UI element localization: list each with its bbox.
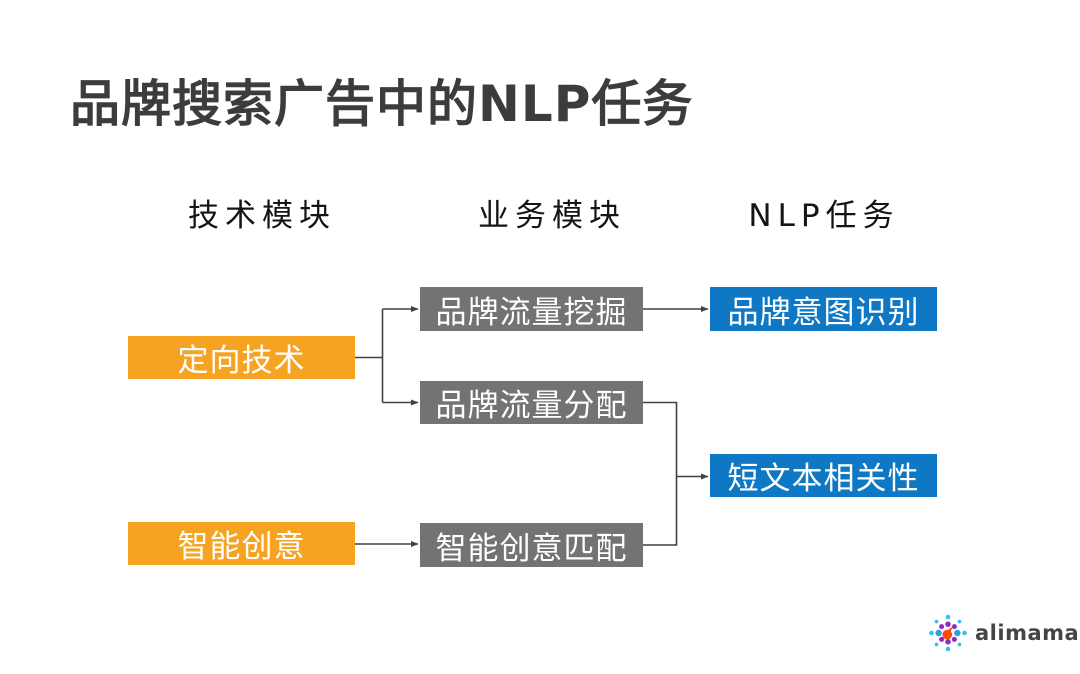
connector-matching-join bbox=[643, 476, 678, 546]
node-label: 智能创意 bbox=[177, 529, 306, 565]
alimama-logo: alimama bbox=[926, 611, 1079, 655]
slide-title: 品牌搜索广告中的NLP任务 bbox=[70, 75, 694, 133]
node-label: 品牌流量挖掘 bbox=[435, 294, 628, 331]
connector-targeting-branch bbox=[355, 309, 384, 403]
column-header-business-modules: 业务模块 bbox=[478, 198, 626, 234]
node-targeting-tech: 定向技术 bbox=[128, 336, 355, 379]
node-label: 短文本相关性 bbox=[727, 461, 920, 497]
node-short-text-relevance: 短文本相关性 bbox=[710, 454, 937, 497]
node-label: 智能创意匹配 bbox=[435, 530, 628, 567]
node-brand-intent-recognition: 品牌意图识别 bbox=[710, 287, 937, 331]
node-brand-traffic-mining: 品牌流量挖掘 bbox=[420, 287, 643, 331]
node-label: 品牌意图识别 bbox=[727, 294, 920, 331]
node-label: 定向技术 bbox=[177, 343, 306, 379]
column-header-nlp-tasks: NLP任务 bbox=[748, 198, 900, 234]
alimama-logo-text: alimama bbox=[975, 621, 1080, 645]
node-brand-traffic-allocation: 品牌流量分配 bbox=[420, 381, 643, 424]
alimama-logo-icon bbox=[929, 614, 967, 652]
node-label: 品牌流量分配 bbox=[435, 388, 628, 424]
node-smart-creative-matching: 智能创意匹配 bbox=[420, 523, 643, 567]
node-smart-creative: 智能创意 bbox=[128, 522, 355, 565]
column-header-tech-modules: 技术模块 bbox=[188, 198, 336, 234]
connector-allocation-join bbox=[643, 401, 678, 477]
